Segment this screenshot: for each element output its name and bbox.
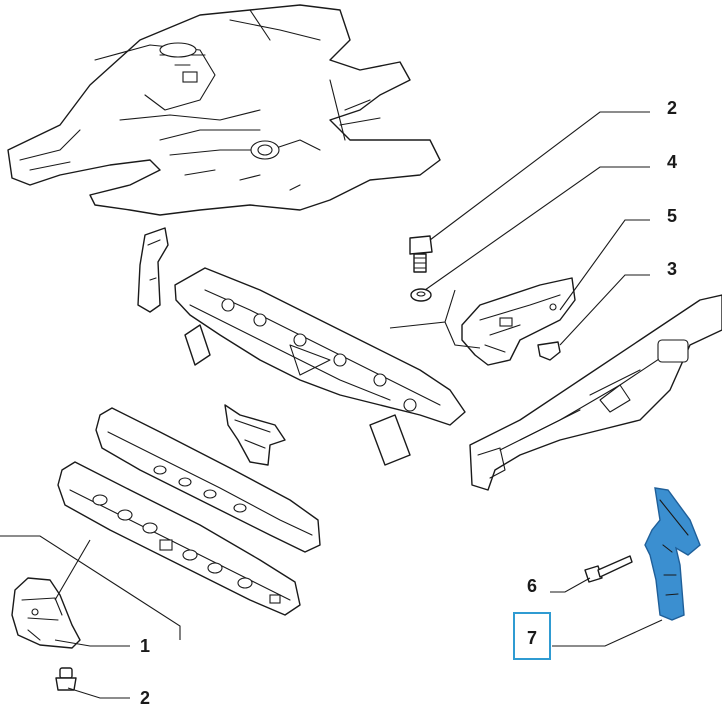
leader-2-lower: [67, 687, 130, 699]
callout-7-highlight-box: [513, 612, 551, 660]
callout-5: 5: [667, 206, 678, 226]
leader-1: [54, 639, 130, 647]
upper-cross-member: [174, 267, 466, 466]
rubber-pad-part-3: [537, 341, 561, 361]
leader-6: [550, 577, 591, 593]
bolt-part-6: [584, 555, 633, 583]
bolt-part-2-lower: [55, 667, 77, 691]
bracket-part-5: [461, 277, 576, 366]
side-panel-wheelarch: [469, 294, 722, 491]
callout-2-lower: 2: [140, 688, 151, 708]
highlighted-bracket-part-7: [644, 487, 701, 621]
front-chassis-frame: [7, 4, 441, 216]
lower-cross-member: [57, 461, 301, 616]
callout-1: 1: [140, 636, 151, 656]
callout-4: 4: [667, 152, 678, 172]
mid-bracket-plate: [224, 404, 286, 466]
leader-2-upper: [429, 111, 650, 241]
callout-3: 3: [667, 259, 678, 279]
callout-2-upper: 2: [667, 98, 678, 118]
leader-3: [559, 274, 650, 346]
washer-part-4: [410, 288, 432, 302]
callout-7: 7: [527, 628, 538, 648]
callout-6: 6: [527, 576, 538, 596]
lower-group-leader: [0, 535, 181, 640]
vertical-bracket: [137, 227, 169, 313]
bolt-part-2-upper: [409, 235, 433, 273]
leader-4: [424, 166, 650, 291]
engine-mount-part-1: [11, 577, 81, 649]
radiator-beam: [95, 407, 321, 553]
leader-7: [552, 619, 663, 647]
bracket-assembly-leader: [389, 289, 481, 349]
leader-5: [559, 219, 650, 311]
